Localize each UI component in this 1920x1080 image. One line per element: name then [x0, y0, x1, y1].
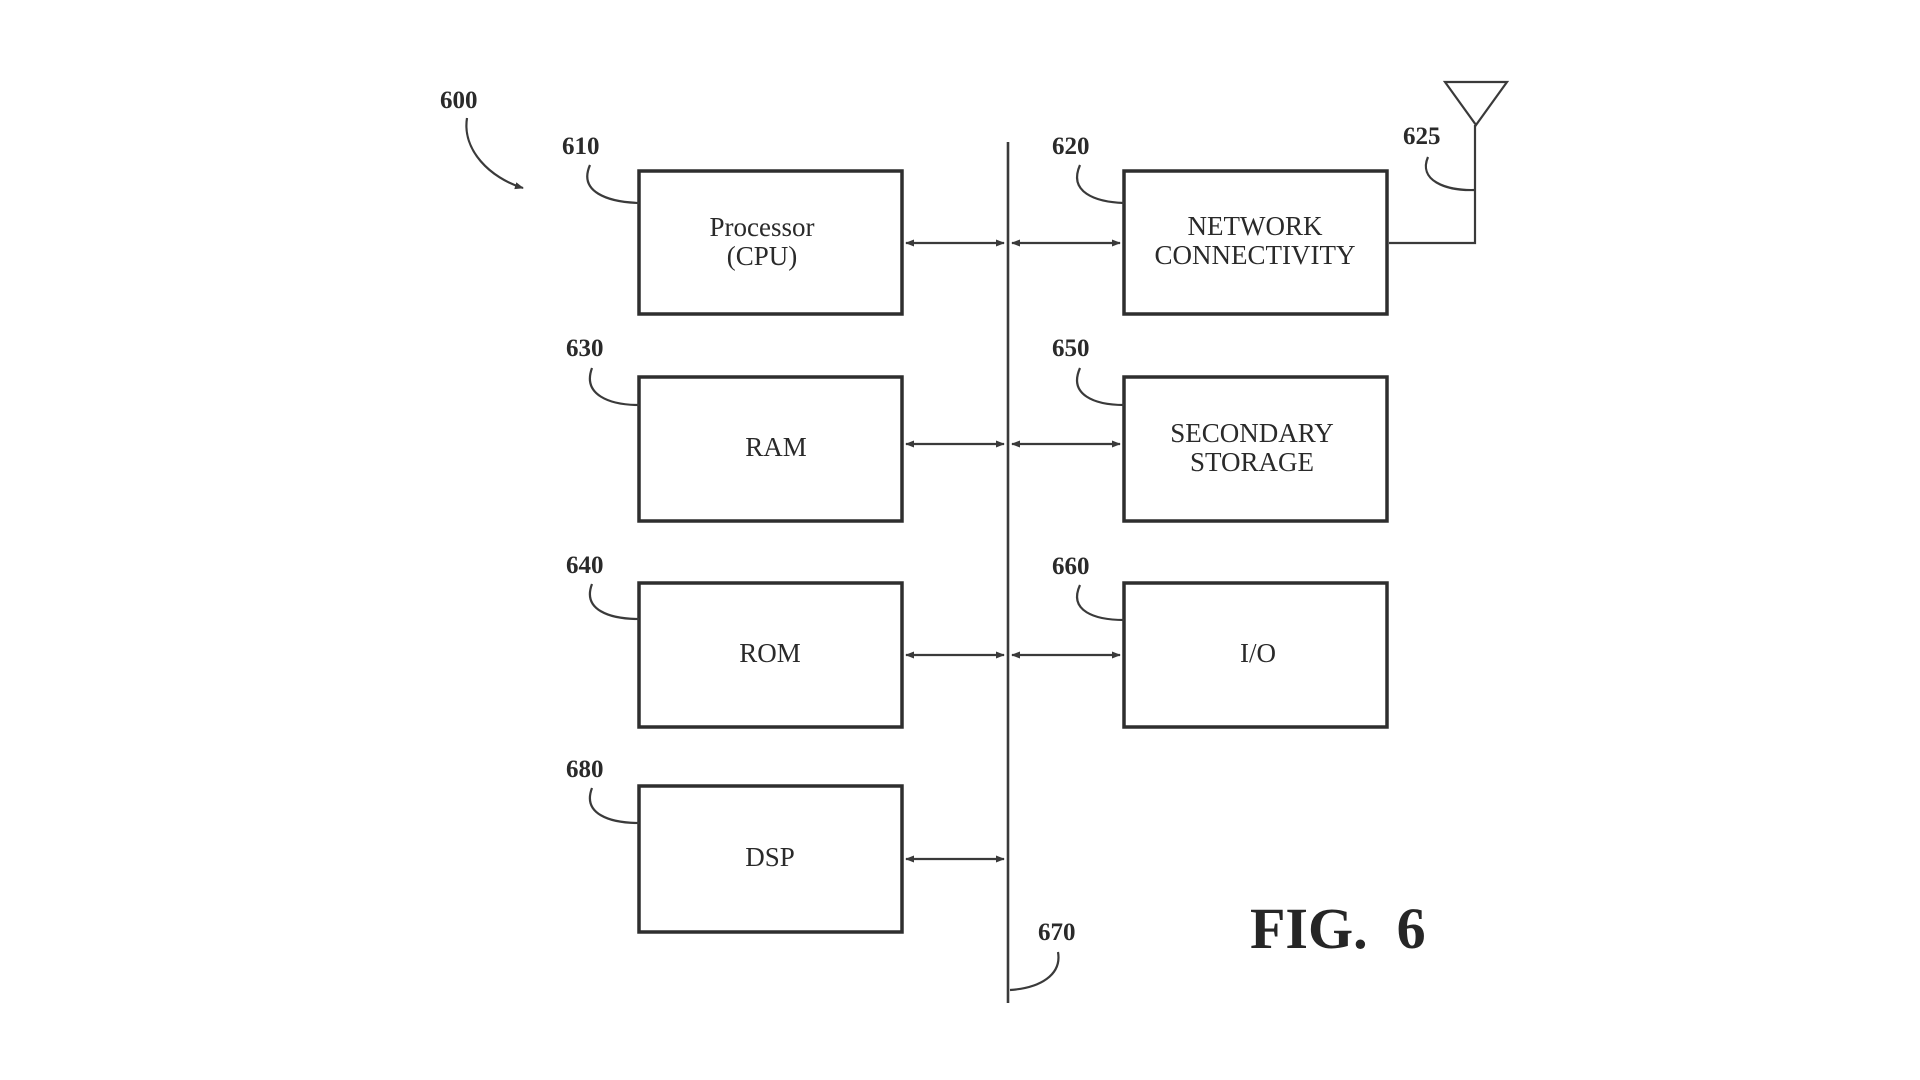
secondary-storage-block — [1122, 375, 1389, 523]
figure-label: FIG. 6 — [1250, 896, 1426, 961]
antenna-ref-leader — [1424, 156, 1476, 192]
antenna-icon — [1442, 80, 1510, 127]
dsp-ref-leader — [589, 787, 640, 825]
secondary-storage-ref-leader — [1076, 367, 1125, 407]
processor-block — [637, 169, 904, 316]
network-label-line1: NETWORK — [1188, 211, 1323, 241]
figure-ref-label: 600 — [440, 87, 478, 114]
rom-ref-leader — [589, 583, 640, 621]
processor-ref-label: 610 — [562, 133, 600, 160]
network-ref-leader — [1076, 164, 1125, 205]
io-ref-leader — [1076, 584, 1125, 622]
ram-label: RAM — [745, 432, 807, 462]
antenna-ref-label: 625 — [1403, 123, 1441, 150]
dsp-block — [637, 784, 904, 934]
ram-ref-leader — [589, 367, 640, 407]
processor-ref-leader — [586, 164, 640, 205]
bus-ref-leader — [1009, 951, 1060, 992]
dsp-label: DSP — [745, 842, 795, 872]
ram-ref-label: 630 — [566, 335, 604, 362]
io-ref-label: 660 — [1052, 553, 1090, 580]
processor-label-line2: (CPU) — [727, 241, 798, 271]
io-label: I/O — [1240, 638, 1276, 668]
rom-ref-label: 640 — [566, 552, 604, 579]
figure-ref-arrow — [465, 117, 524, 190]
rom-label: ROM — [739, 638, 801, 668]
secondary-storage-ref-label: 650 — [1052, 335, 1090, 362]
secondary-storage-label-line1: SECONDARY — [1170, 418, 1334, 448]
bus-ref-label: 670 — [1038, 919, 1076, 946]
network-label-line2: CONNECTIVITY — [1155, 240, 1356, 270]
processor-label-line1: Processor — [710, 212, 815, 242]
dsp-ref-label: 680 — [566, 756, 604, 783]
io-block — [1122, 581, 1389, 729]
network-ref-label: 620 — [1052, 133, 1090, 160]
antenna-feed-line — [1389, 125, 1477, 245]
network-connectivity-block — [1122, 169, 1389, 316]
ram-block — [637, 375, 904, 523]
secondary-storage-label-line2: STORAGE — [1190, 447, 1314, 477]
rom-block — [637, 581, 904, 729]
